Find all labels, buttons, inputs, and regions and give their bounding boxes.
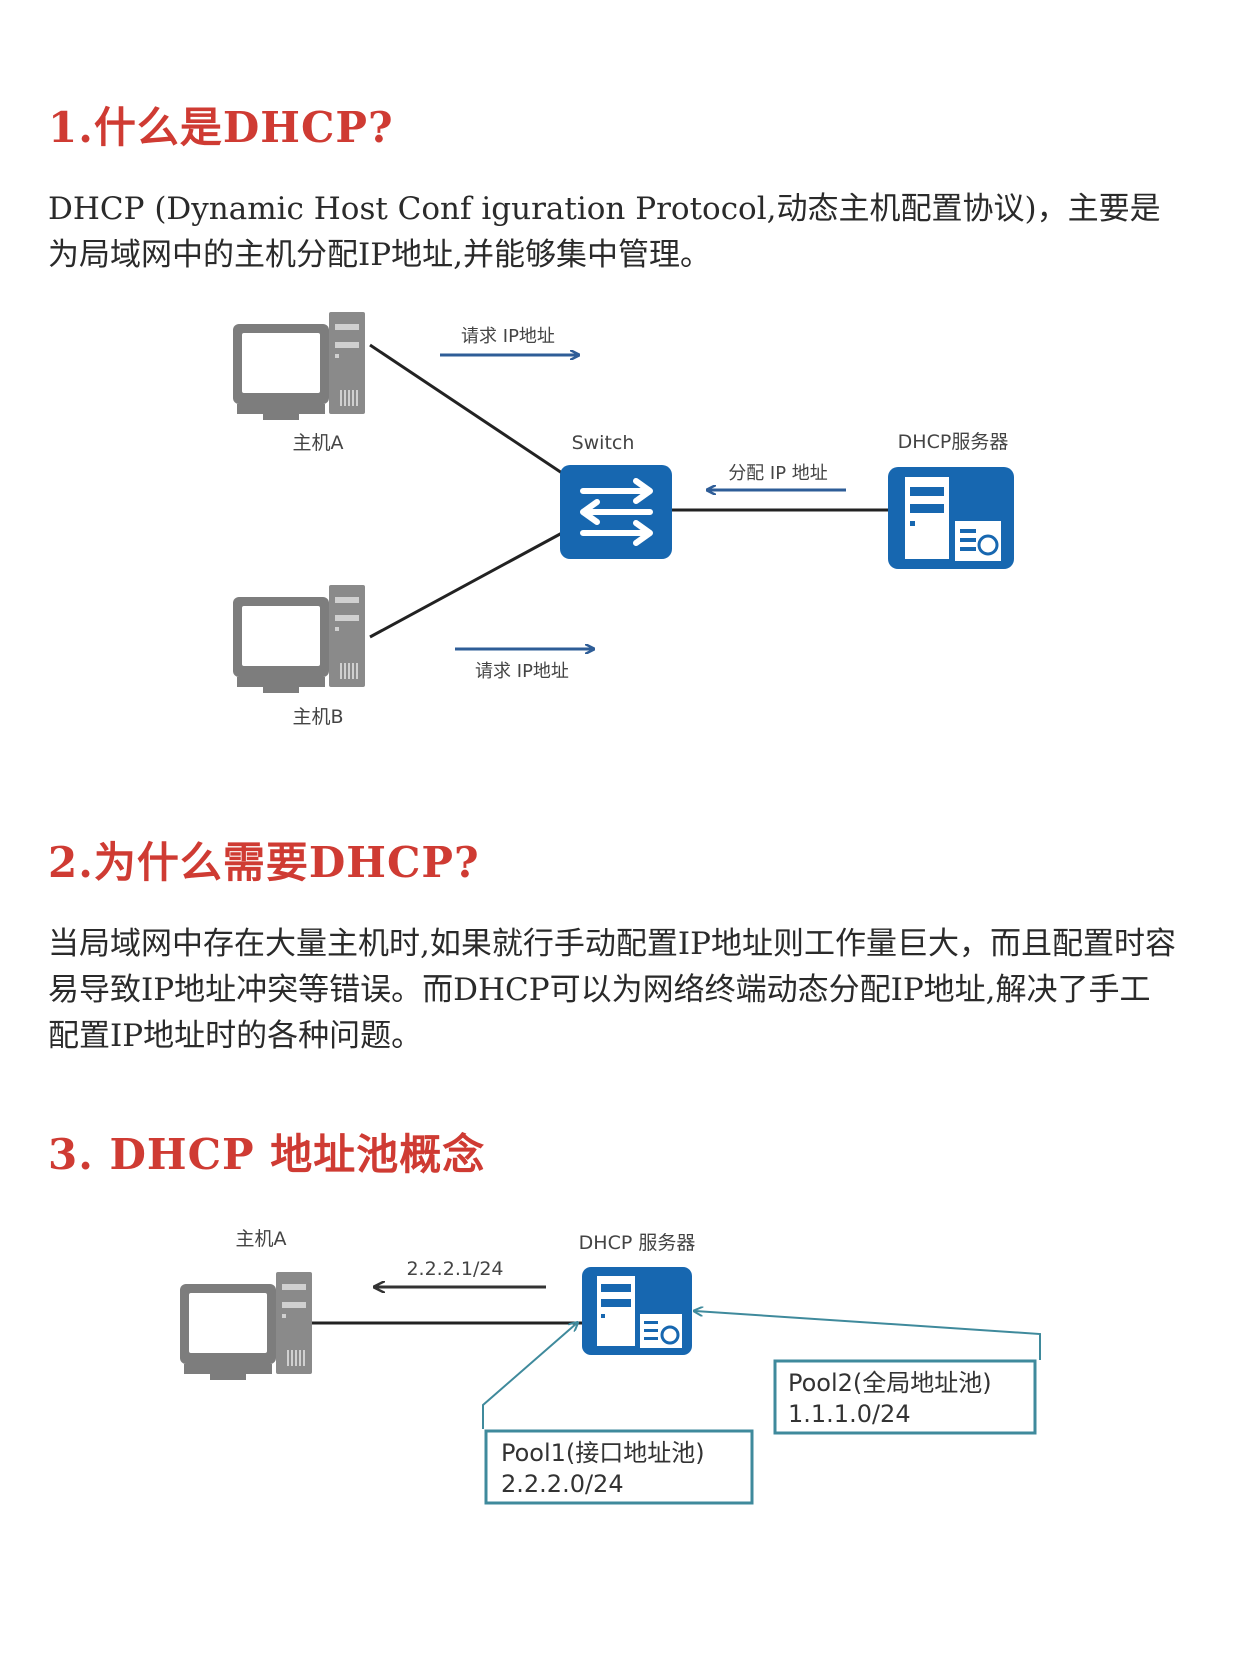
request-a-label: 请求 IP地址 [461, 326, 555, 347]
pool1-network: 2.2.2.0/24 [501, 1470, 624, 1498]
switch-label: Switch [572, 432, 635, 454]
section-2-title: 2.为什么需要DHCP? [48, 838, 480, 887]
section-1-body: DHCP (Dynamic Host Conf iguration Protoc… [48, 191, 1161, 273]
host-a-label-2: 主机A [236, 1228, 287, 1250]
section-1-title: 1.什么是DHCP? [48, 103, 394, 152]
dhcp-diagram: 主机A 主机B Switch DHCP服务器 请求 IP地址 请求 IP地址 分… [232, 311, 1014, 728]
assign-label: 分配 IP 地址 [728, 463, 828, 484]
section-2-body: 当局域网中存在大量主机时,如果就行手动配置IP地址则工作量巨大，而且配置时容易导… [48, 926, 1176, 1054]
address-label: 2.2.2.1/24 [406, 1258, 503, 1280]
switch-icon [560, 465, 672, 559]
server-icon [888, 467, 1014, 569]
server-label: DHCP服务器 [898, 431, 1009, 453]
pool1-name: Pool1(接口地址池) [501, 1439, 705, 1467]
host-a-computer-icon-2 [179, 1271, 313, 1381]
host-a-computer-icon [232, 311, 366, 421]
pool2-name: Pool2(全局地址池) [788, 1369, 992, 1397]
request-b-label: 请求 IP地址 [475, 661, 569, 682]
server-icon-2 [582, 1267, 692, 1355]
host-b-label: 主机B [292, 706, 343, 728]
host-a-label: 主机A [293, 432, 344, 454]
server-label-2: DHCP 服务器 [579, 1232, 696, 1254]
pool2-network: 1.1.1.0/24 [788, 1400, 911, 1428]
host-b-computer-icon [232, 584, 366, 694]
section-3-title: 3. DHCP 地址池概念 [48, 1130, 486, 1179]
pool2-box: Pool2(全局地址池) 1.1.1.0/24 [773, 1359, 1037, 1435]
address-pool-diagram: 主机A 2.2.2.1/24 DHCP 服务器 Pool1(接口地址池) 2.2… [179, 1228, 1041, 1505]
pool1-box: Pool1(接口地址池) 2.2.2.0/24 [484, 1429, 754, 1505]
